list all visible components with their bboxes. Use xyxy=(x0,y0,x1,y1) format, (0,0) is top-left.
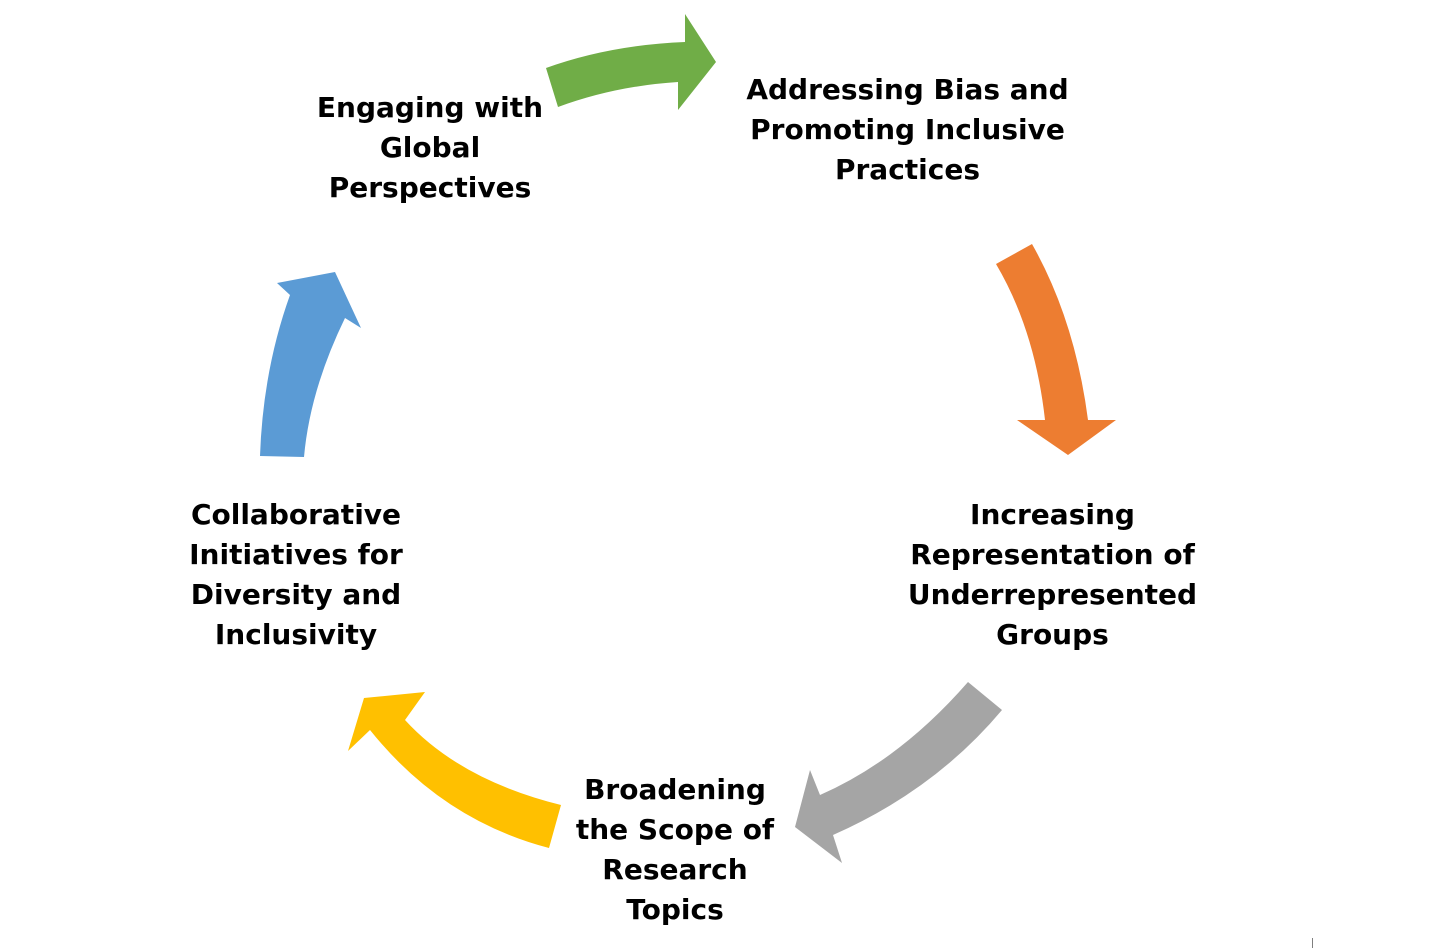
node-collaborative-initiatives: Collaborative Initiatives for Diversity … xyxy=(156,495,436,655)
cursor-mark xyxy=(1312,938,1313,948)
arrow-topics-to-initiatives xyxy=(348,692,561,848)
node-global-perspectives-line: Global xyxy=(379,131,481,164)
node-addressing-bias-line: Practices xyxy=(834,153,981,186)
arrow-global-to-bias xyxy=(546,14,716,110)
node-underrepresented-groups-line: Underrepresented xyxy=(907,578,1198,611)
node-underrepresented-groups-line: Groups xyxy=(996,618,1109,651)
node-addressing-bias-line: Addressing Bias and xyxy=(746,73,1069,106)
node-underrepresented-groups-line: Representation of xyxy=(910,538,1195,571)
node-collaborative-initiatives-line: Collaborative xyxy=(190,498,402,531)
arrow-groups-to-topics xyxy=(795,682,1002,863)
arrow-bias-to-groups xyxy=(996,244,1116,455)
node-underrepresented-groups-line: Increasing xyxy=(970,498,1135,531)
node-global-perspectives-line: Engaging with xyxy=(316,91,544,124)
node-collaborative-initiatives-line: Inclusivity xyxy=(214,618,378,651)
node-addressing-bias: Addressing Bias and Promoting Inclusive … xyxy=(730,70,1085,190)
node-collaborative-initiatives-line: Initiatives for xyxy=(189,538,403,571)
node-research-topics-line: Topics xyxy=(626,893,724,926)
node-global-perspectives-line: Perspectives xyxy=(328,171,532,204)
node-research-topics: Broadening the Scope of Research Topics xyxy=(545,770,805,930)
node-global-perspectives: Engaging with Global Perspectives xyxy=(280,88,580,208)
node-underrepresented-groups: Increasing Representation of Underrepres… xyxy=(895,495,1210,655)
node-research-topics-line: Broadening xyxy=(584,773,766,806)
node-collaborative-initiatives-line: Diversity and xyxy=(190,578,402,611)
node-research-topics-line: the Scope of xyxy=(575,813,775,846)
node-addressing-bias-line: Promoting Inclusive xyxy=(750,113,1065,146)
node-research-topics-line: Research xyxy=(602,853,748,886)
arrow-initiatives-to-global xyxy=(260,272,361,457)
